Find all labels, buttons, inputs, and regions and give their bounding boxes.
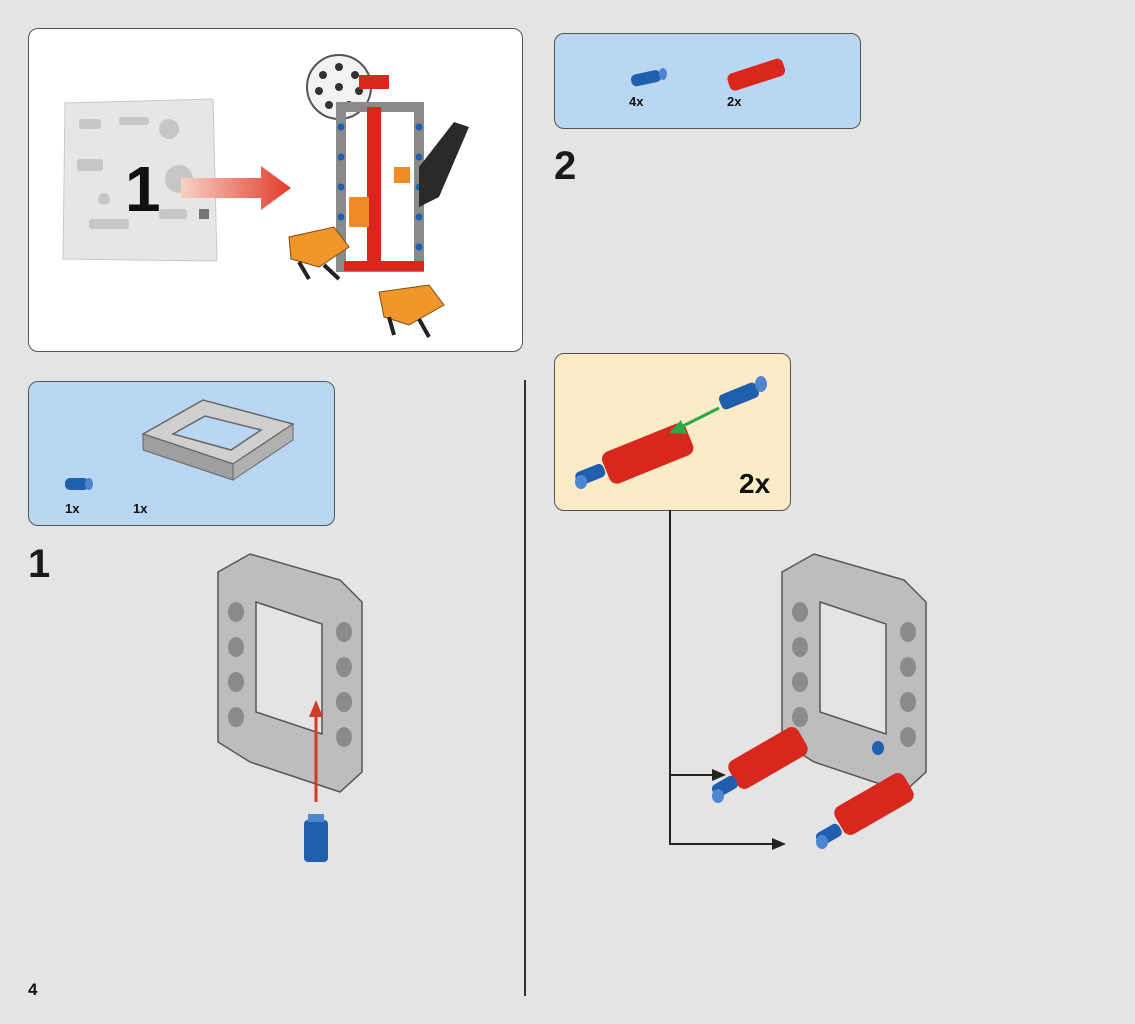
parts-bag-image [62, 98, 218, 262]
red-connector-icon [727, 58, 786, 91]
blue-axle-pin-icon [631, 68, 667, 87]
callout-leader-lines [669, 510, 786, 850]
pin-into-connector-image [575, 376, 767, 489]
step1-number: 1 [28, 542, 51, 586]
page-number: 4 [28, 980, 38, 999]
step2-pin-qty: 4x [629, 94, 644, 109]
subassembly-multiplier: 2x [739, 468, 771, 499]
column-divider [524, 380, 526, 996]
step2-parts-callout: 4x 2x [554, 33, 861, 129]
step1-pin-qty: 1x [65, 501, 80, 516]
blue-axle-pin-icon [65, 478, 93, 490]
step2-connector-qty: 2x [727, 94, 742, 109]
step1-parts-callout: 1x 1x [28, 381, 335, 526]
gray-frame-icon [141, 399, 295, 481]
step1-frame-qty: 1x [133, 501, 148, 516]
step2-subassembly-callout: 2x [554, 353, 791, 511]
bag-number: 1 [125, 153, 161, 225]
overview-panel: 1 [28, 28, 523, 352]
step2-number: 2 [554, 144, 577, 188]
step1-frame-assembly-image [217, 553, 363, 862]
step2-frame-assembly-image [711, 553, 927, 849]
finished-model-image [288, 54, 469, 338]
bag-to-model-arrow [181, 166, 291, 210]
